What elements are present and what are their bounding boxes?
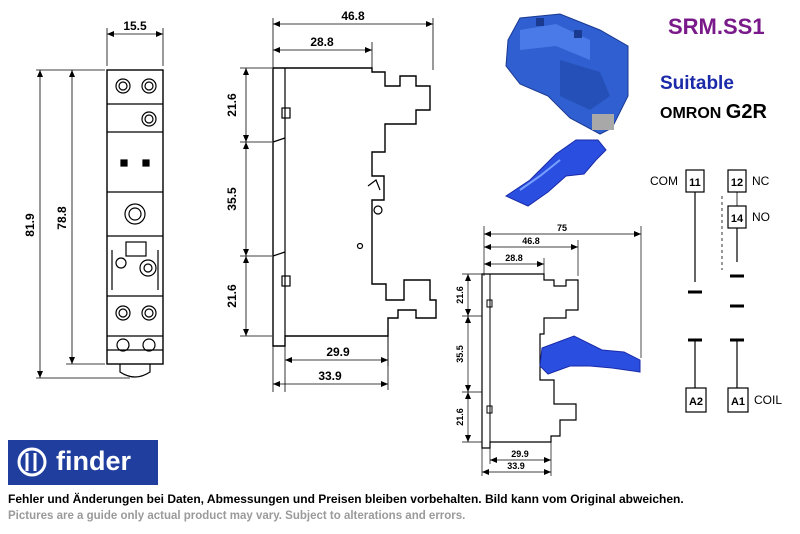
- front-view: [36, 28, 164, 379]
- nc-label: NC: [752, 174, 770, 188]
- coil-label: COIL: [754, 393, 782, 407]
- disclaimer-german: Fehler und Änderungen bei Daten, Abmessu…: [8, 492, 684, 506]
- disclaimer-english: Pictures are a guide only actual product…: [8, 510, 466, 522]
- compatible-relay: OMRON G2R: [660, 101, 767, 124]
- small-section-bottom-dim: 21.6: [455, 408, 465, 426]
- side-view-small: [462, 226, 642, 476]
- small-upper-width-dim: 28.8: [505, 253, 523, 263]
- side-upper-width-dim: 28.8: [310, 35, 334, 49]
- product-code: SRM.SS1: [668, 14, 765, 39]
- side-total-width-dim: 46.8: [341, 9, 365, 23]
- side-section-bottom-dim: 21.6: [225, 284, 239, 308]
- brand-name: OMRON: [660, 105, 722, 122]
- side-section-top-dim: 21.6: [225, 93, 239, 117]
- socket-photo: [505, 13, 629, 135]
- side-view: [240, 18, 437, 392]
- side-base-inner-dim: 29.9: [326, 345, 350, 359]
- small-overall-width-dim: 75: [557, 223, 567, 233]
- front-inner-height-dim: 78.8: [55, 206, 69, 230]
- wiring-diagram: [685, 169, 749, 413]
- a1-pin: A1: [731, 396, 745, 408]
- no-pin: 14: [731, 213, 744, 225]
- side-base-outer-dim: 33.9: [318, 369, 342, 383]
- small-base-outer-dim: 33.9: [507, 461, 525, 471]
- com-pin: 11: [689, 177, 701, 189]
- clip-overlay: [539, 335, 641, 375]
- side-section-mid-dim: 35.5: [225, 187, 239, 211]
- no-label: NO: [752, 210, 770, 224]
- clip-photo: [504, 139, 607, 207]
- small-section-top-dim: 21.6: [455, 286, 465, 304]
- a2-pin: A2: [689, 396, 703, 408]
- small-total-width-dim: 46.8: [522, 236, 540, 246]
- finder-logo-icon: [17, 447, 47, 477]
- suitable-label: Suitable: [660, 73, 734, 94]
- nc-pin: 12: [731, 177, 743, 189]
- finder-logo: finder: [8, 440, 158, 485]
- com-label: COM: [650, 174, 678, 188]
- front-outer-height-dim: 81.9: [23, 213, 37, 237]
- finder-logo-text: finder: [56, 446, 132, 476]
- small-section-mid-dim: 35.5: [455, 345, 465, 363]
- front-width-dim: 15.5: [123, 19, 147, 33]
- relay-model: G2R: [725, 101, 767, 123]
- small-base-inner-dim: 29.9: [511, 449, 529, 459]
